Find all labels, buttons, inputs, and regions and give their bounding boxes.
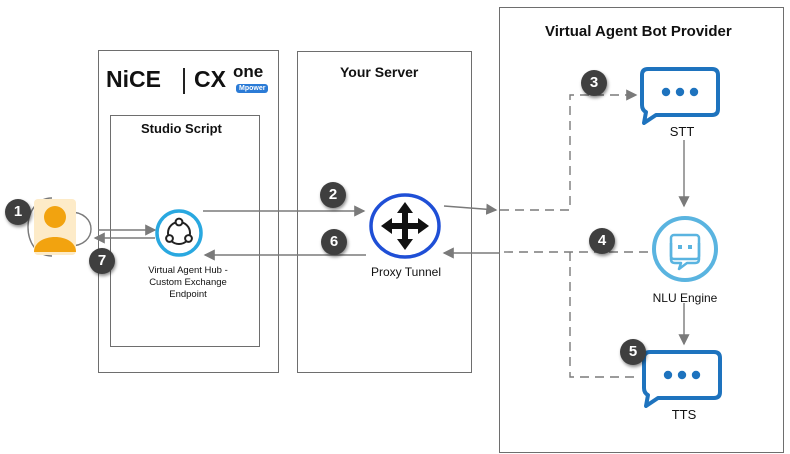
step-badge-4: 4 [589,228,615,254]
proxy-tunnel-label: Proxy Tunnel [370,265,442,279]
hub-label: Virtual Agent Hub - Custom Exchange Endp… [148,265,228,300]
step-badge-3: 3 [581,70,607,96]
step-badge-6: 6 [321,229,347,255]
your-server-title: Your Server [340,64,419,80]
dashed-to-stt [500,89,638,211]
nlu-engine-label: NLU Engine [652,291,718,305]
logo-divider [183,68,185,94]
one-logo-text: one [233,62,264,81]
share-network-icon [155,209,203,257]
arrow-proxy-to-provider [443,203,498,215]
virtual-agent-hub-node[interactable] [154,208,204,258]
cx-logo-text: CX [194,66,226,92]
stt-node[interactable] [638,65,722,125]
provider-title: Virtual Agent Bot Provider [545,23,732,40]
bot-icon [652,216,718,282]
nlu-engine-node[interactable] [651,215,719,283]
stt-label: STT [669,124,695,139]
studio-script-title: Studio Script [141,121,222,136]
user-loop-right [69,211,92,247]
move-arrows-icon [369,193,441,259]
step-badge-2: 2 [320,182,346,208]
user-loop [27,197,53,257]
proxy-tunnel-node[interactable] [369,193,441,259]
chat-bubble-icon [640,67,720,125]
chat-bubble-icon [642,350,722,408]
step-badge-5: 5 [620,339,646,365]
nice-logo-text: NiCE [106,66,161,92]
tts-label: TTS [671,407,697,422]
dashed-to-tts [569,252,640,378]
tts-node[interactable] [640,348,724,408]
mpower-badge: Mpower [236,84,269,93]
step-badge-1: 1 [5,199,31,225]
step-badge-7: 7 [89,248,115,274]
